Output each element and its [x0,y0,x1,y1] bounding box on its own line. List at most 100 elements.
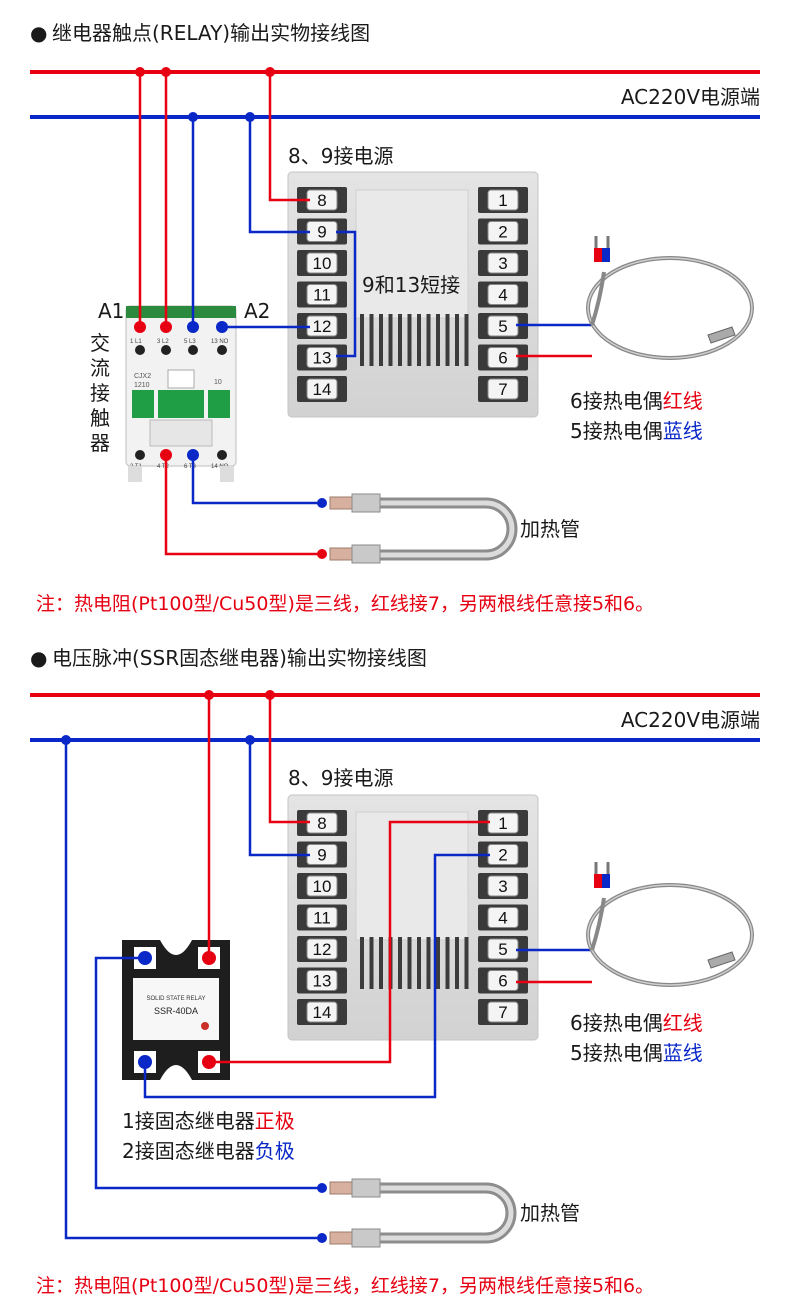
vent-slot [417,314,421,366]
contactor-side-num: 10 [214,379,222,386]
wire-short-9-13 [336,230,357,358]
terminal-label: 9 [317,223,326,242]
vent-slot [360,314,364,366]
terminal-6: 6 [478,344,528,371]
power-pins-label: 8、9接电源 [288,766,393,790]
terminal-3: 3 [478,873,528,899]
vent-slot [464,937,469,989]
wire-t2-heater [164,455,322,556]
vent-slot [426,314,431,366]
tc-red-prefix: 6接热电偶红线 [570,389,703,413]
terminal-5: 5 [478,936,528,962]
contactor-name-char: 触 [90,406,110,430]
terminal-12: 12 [297,936,347,962]
vent-slot [436,314,440,366]
terminal-label: 13 [313,349,332,368]
terminal-7: 7 [478,999,528,1025]
terminal-label: 5 [498,940,507,959]
tc-red-word: 红线 [663,389,703,413]
section2-title: 电压脉冲(SSR固态继电器)输出实物接线图 [52,646,427,670]
contactor-name-char: 交 [90,331,110,355]
vent-slot [464,314,469,366]
terminal-label: 14 [313,1003,332,1022]
contactor-green-1 [132,390,154,418]
terminal-label: 1 [498,191,507,210]
power-label: AC220V电源端 [621,708,760,732]
contactor-lower [149,419,213,447]
vent-slot [445,314,450,366]
tc-blue-prefix: 5接热电偶蓝线 [570,419,703,443]
ssr-pos-label: 1接固态继电器正极 [122,1109,295,1133]
wire-live-t8 [268,72,310,202]
vent-slot [379,937,383,989]
contactor-top-strip [126,306,236,318]
section-relay: ● 继电器触点(RELAY)输出实物接线图 AC220V电源端 8、9接电源 8… [30,21,760,615]
vent-slot [436,937,440,989]
section1-note: 注：热电阻(Pt100型/Cu50型)是三线，红线接7，另两根线任意接5和6。 [36,593,654,615]
ssr-neg-word: 负极 [255,1139,295,1163]
terminal-11: 11 [297,904,347,931]
contactor-name-char: 流 [90,356,110,380]
vent-slot [407,314,412,366]
terminal-label: 2 [498,223,507,242]
a1-label: A1 [98,299,124,323]
terminal-label: 8 [317,814,326,833]
contactor-pin-13: 13 NO [211,339,229,345]
contactor-name-char: 器 [90,431,110,455]
vent-slot [360,937,364,989]
heater-tube [329,1178,517,1248]
wires [64,695,592,1240]
tc-blue-word: 蓝线 [663,419,703,443]
terminal-label: 4 [498,909,507,928]
terminal-label: 2 [498,846,507,865]
ssr-notch-top [160,940,192,955]
junction-dots [61,690,327,1243]
contactor-window [167,369,195,389]
heater-label: 加热管 [520,517,580,541]
ac-contactor: CJX2 1210 10 1 L1 3 L2 5 L3 13 NO 2 [125,305,237,482]
ssr-led [201,1022,209,1030]
vent-slot [417,937,421,989]
contactor-pin-1: 1 L1 [130,339,142,345]
contactor-foot [128,466,142,482]
vent-slot [426,937,431,989]
terminal-label: 5 [498,317,507,336]
terminal-3: 3 [478,250,528,276]
terminal-label: 6 [498,349,507,368]
contactor-model-2: 1210 [134,382,150,389]
terminal-12: 12 [297,313,347,339]
terminal-10: 10 [297,250,347,276]
power-label: AC220V电源端 [621,85,760,109]
wire-t2-ssr-neg [143,853,490,1099]
heater-tube [329,493,518,564]
ssr-neg-label: 2接固态继电器负极 [122,1139,295,1163]
wire-neutral-t9 [248,117,310,234]
terminal-14: 14 [297,999,347,1025]
wire-live-t8 [268,695,310,824]
terminal-4: 4 [478,904,528,931]
junction-dots [135,67,327,559]
controller-window [355,189,469,319]
terminal-label: 3 [498,254,507,273]
terminal-label: 10 [313,877,332,896]
contactor-model-1: CJX2 [134,373,151,380]
terminal-2: 2 [478,218,528,245]
contactor-foot [220,466,234,482]
contactor-pin-6: 6 T3 [184,464,197,470]
terminal-14: 14 [297,376,347,402]
contactor-green-2 [158,390,204,418]
vent-slot [379,314,383,366]
terminal-label: 8 [317,191,326,210]
terminal-label: 1 [498,814,507,833]
terminal-1: 1 [478,187,528,213]
terminal-6: 6 [478,967,528,994]
terminal-label: 7 [498,1003,507,1022]
contactor-pin-5: 5 L3 [184,339,196,345]
vent-slot [407,937,412,989]
a2-label: A2 [244,299,270,323]
